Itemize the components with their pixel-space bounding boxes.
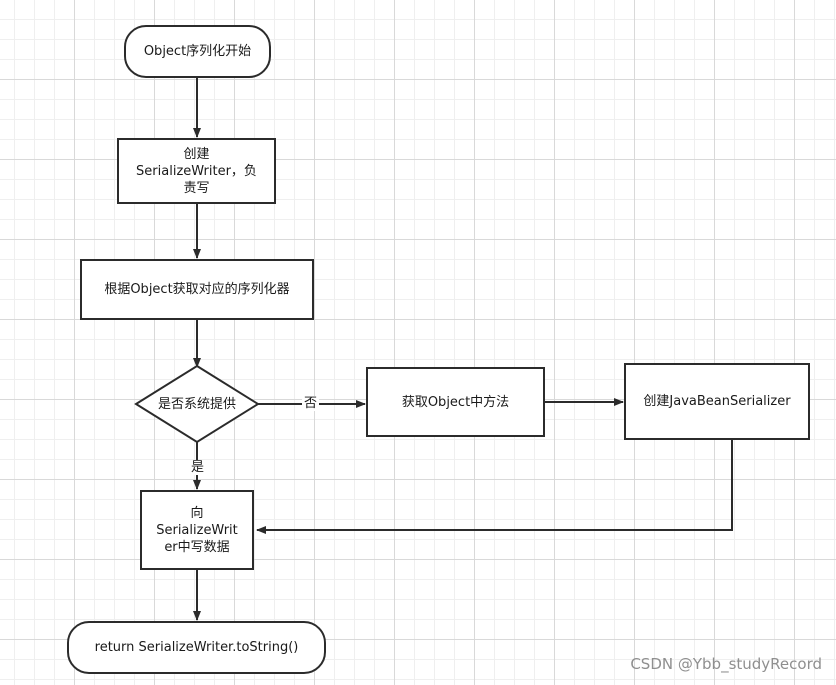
get-serializer-label: 根据Object获取对应的序列化器 [104,282,290,297]
end-terminal: return SerializeWriter.toString() [67,621,326,674]
edge-label-yes: 是 [189,460,207,475]
edge-label-no: 否 [302,396,320,411]
write-data-label: 向 SerializeWrit er中写数据 [156,505,238,555]
start-terminal: Object序列化开始 [124,25,271,78]
get-methods-step: 获取Object中方法 [366,367,545,437]
create-bean-serializer-label: 创建JavaBeanSerializer [643,394,791,409]
create-writer-label: 创建 SerializeWriter，负 责写 [136,146,257,196]
arrow-create-bean-to-write-data [256,440,733,534]
start-label: Object序列化开始 [143,44,252,59]
write-data-step: 向 SerializeWrit er中写数据 [140,490,254,570]
end-label: return SerializeWriter.toString() [94,640,299,655]
get-methods-label: 获取Object中方法 [401,394,510,410]
get-serializer-step: 根据Object获取对应的序列化器 [80,259,314,320]
decision-label-box: 是否系统提供 [148,394,246,414]
decision-label: 是否系统提供 [157,396,236,412]
decision-diamond [134,364,260,444]
watermark: CSDN @Ybb_studyRecord [630,655,822,673]
create-writer-step: 创建 SerializeWriter，负 责写 [117,138,276,204]
create-bean-serializer-step: 创建JavaBeanSerializer [624,363,810,440]
